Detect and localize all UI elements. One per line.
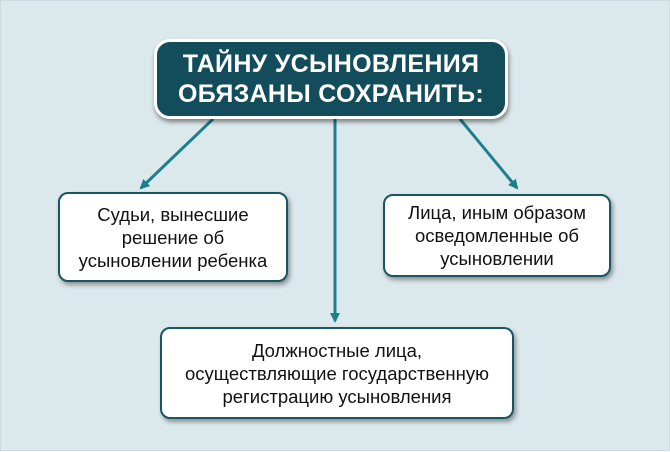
node-informed-line-1: Лица, иным образом [408, 202, 586, 223]
arrow-to-right-node [458, 118, 519, 190]
node-informed-line-3: усыновлении [440, 248, 554, 269]
node-officials-line-1: Должностные лица, [251, 339, 423, 361]
node-judges-line-2: решение об [121, 226, 225, 248]
arrow-to-left-node [139, 117, 215, 190]
node-judges: Судьи, вынесшие решение об усыновлении р… [58, 192, 288, 282]
node-judges-line-3: усыновлении ребенка [78, 249, 268, 271]
node-officials: Должностные лица, осуществляющие государ… [160, 327, 514, 419]
node-informed-persons: Лица, иным образом осведомленные об усын… [383, 194, 611, 277]
diagram-title-box: ТАЙНУ УСЫНОВЛЕНИЯ ОБЯЗАНЫ СОХРАНИТЬ: [154, 39, 508, 119]
node-judges-line-1: Судьи, вынесшие [97, 203, 249, 225]
node-officials-line-3: регистрацию усыновления [222, 385, 452, 407]
node-informed-line-2: осведомленные об [415, 225, 579, 246]
title-line-1: ТАЙНУ УСЫНОВЛЕНИЯ [182, 50, 480, 78]
node-officials-line-2: осуществляющие государственную [185, 362, 489, 384]
title-line-2: ОБЯЗАНЫ СОХРАНИТЬ: [177, 80, 485, 108]
